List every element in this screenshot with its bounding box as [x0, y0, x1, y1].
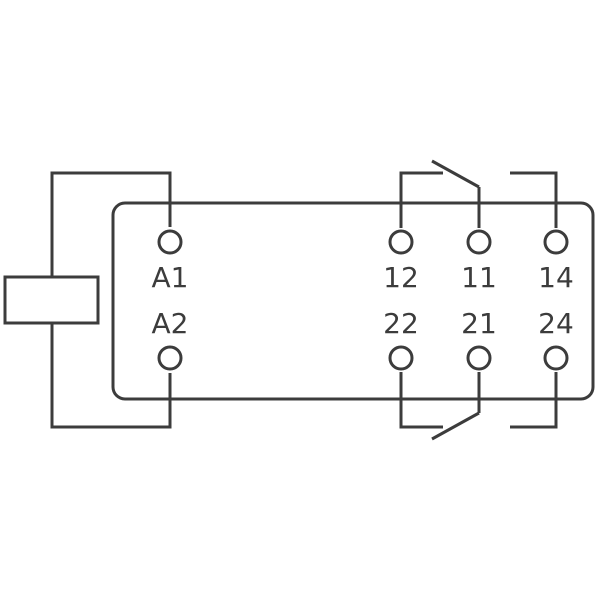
contact-wire-22 — [399, 372, 443, 429]
label-a2: A2 — [152, 307, 189, 340]
coil-wire-a2 — [50, 323, 172, 429]
terminal-a2 — [157, 345, 183, 371]
contact-wire-24 — [510, 372, 558, 429]
label-14: 14 — [538, 261, 574, 294]
terminal-11 — [466, 229, 492, 255]
terminal-22 — [388, 345, 414, 371]
terminal-21 — [466, 345, 492, 371]
relay-housing — [111, 201, 595, 401]
label-21: 21 — [461, 307, 497, 340]
terminal-a1 — [157, 229, 183, 255]
label-11: 11 — [461, 261, 497, 294]
label-22: 22 — [383, 307, 419, 340]
coil-wire-a1 — [50, 171, 172, 277]
switch-blade-2 — [431, 411, 480, 441]
contact-wire-14 — [510, 171, 558, 228]
label-24: 24 — [538, 307, 574, 340]
label-a1: A1 — [152, 261, 189, 294]
terminal-12 — [388, 229, 414, 255]
terminal-24 — [543, 345, 569, 371]
contact-wire-12 — [399, 171, 443, 228]
coil-symbol — [3, 275, 100, 325]
terminal-14 — [543, 229, 569, 255]
label-12: 12 — [383, 261, 419, 294]
switch-blade-1 — [431, 159, 480, 189]
